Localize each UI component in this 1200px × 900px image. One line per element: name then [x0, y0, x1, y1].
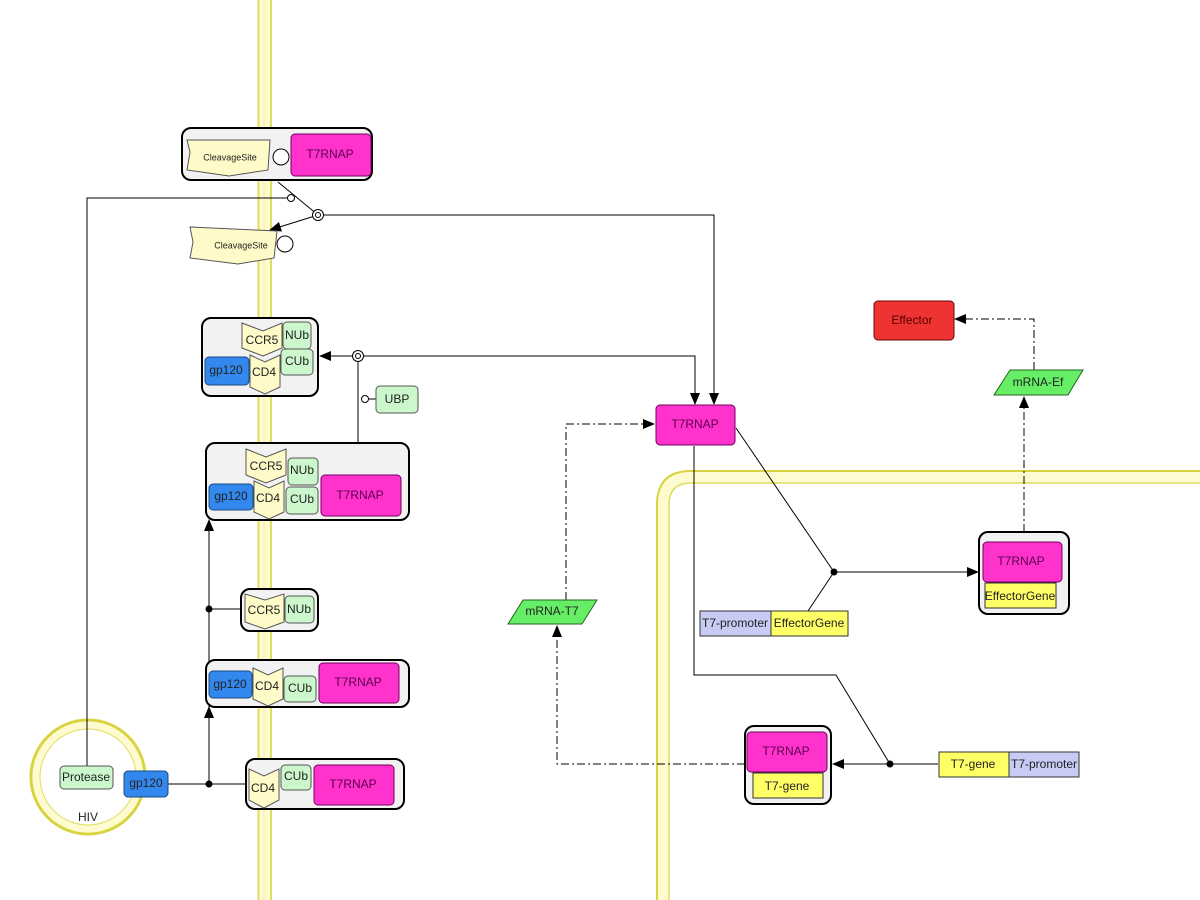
svg-text:T7RNAP: T7RNAP — [336, 488, 383, 502]
complex-full-receptor-t7rnap[interactable]: CCR5 NUb CD4 CUb gp120 T7RNAP — [205, 442, 410, 521]
edge-t7-effector-bind — [735, 427, 835, 573]
assoc-node-ccr5 — [205, 605, 213, 613]
svg-text:CUb: CUb — [284, 769, 308, 783]
edge-translation-t7 — [565, 419, 655, 600]
assoc-node-effector — [830, 568, 838, 576]
complex-ccr5-nub[interactable]: CCR5 NUb — [240, 588, 319, 632]
svg-text:UBP: UBP — [385, 392, 410, 406]
svg-text:mRNA-T7: mRNA-T7 — [525, 604, 579, 618]
svg-text:gp120: gp120 — [129, 776, 163, 790]
complex-t7rnap-t7gene[interactable]: T7RNAP T7-gene — [744, 725, 832, 805]
hiv-protease-node[interactable]: Protease — [59, 765, 114, 790]
svg-text:CCR5: CCR5 — [246, 333, 279, 347]
svg-text:CD4: CD4 — [251, 781, 275, 795]
svg-text:Protease: Protease — [62, 770, 110, 784]
process-node-cleavage-catalysis — [287, 194, 295, 202]
svg-text:CD4: CD4 — [252, 365, 276, 379]
svg-text:T7RNAP: T7RNAP — [997, 554, 1044, 568]
complex-receptor-gp120[interactable]: CCR5 NUb CD4 CUb gp120 — [201, 317, 319, 397]
svg-text:T7RNAP: T7RNAP — [329, 777, 376, 791]
svg-text:NUb: NUb — [287, 602, 311, 616]
svg-text:mRNA-Ef: mRNA-Ef — [1013, 375, 1064, 389]
process-node-ubp-catalysis — [361, 395, 369, 403]
effector-node[interactable]: Effector — [873, 300, 955, 341]
svg-text:CCR5: CCR5 — [248, 603, 281, 617]
edge-ubp-output-t7 — [364, 355, 700, 405]
edge-cleavage-input — [277, 181, 319, 216]
svg-text:CleavageSite: CleavageSite — [214, 240, 268, 250]
complex-cleavage-t7rnap[interactable]: CleavageSite T7RNAP — [181, 127, 373, 181]
hiv-label: HIV — [78, 810, 98, 824]
assoc-node-gp120 — [205, 780, 213, 788]
edge-protease-catalysis — [86, 197, 289, 768]
svg-text:T7-promoter: T7-promoter — [1011, 757, 1077, 771]
t7gene-promoter-node[interactable]: T7-gene T7-promoter — [938, 751, 1080, 778]
edge-promoter-effector-bind — [807, 571, 835, 612]
t7rnap-node — [290, 133, 372, 177]
edge-transcription-t7 — [552, 625, 745, 765]
svg-text:T7-promoter: T7-promoter — [702, 616, 768, 630]
mrna-ef-node[interactable]: mRNA-Ef — [993, 369, 1084, 396]
ubp-node[interactable]: UBP — [375, 385, 419, 414]
svg-text:CUb: CUb — [285, 354, 309, 368]
complex-t7rnap-effectorgene[interactable]: T7RNAP EffectorGene — [978, 531, 1070, 615]
cleavage-site-shape — [186, 139, 271, 177]
hiv-gp120-node[interactable]: gp120 — [123, 770, 169, 798]
complex-gp120-cd4-t7rnap[interactable]: gp120 CD4 CUb T7RNAP — [205, 659, 410, 708]
svg-text:gp120: gp120 — [209, 363, 243, 377]
svg-text:CUb: CUb — [288, 681, 312, 695]
cleavage-site-free[interactable]: CleavageSite — [189, 226, 294, 265]
t7rnap-free-node[interactable]: T7RNAP — [655, 404, 736, 446]
complex-cd4-t7rnap[interactable]: CD4 CUb T7RNAP — [245, 758, 405, 810]
svg-text:EffectorGene: EffectorGene — [774, 616, 845, 630]
svg-text:T7-gene: T7-gene — [951, 757, 996, 771]
svg-text:NUb: NUb — [285, 328, 309, 342]
assoc-node-t7-gene — [886, 760, 894, 768]
svg-text:EffectorGene: EffectorGene — [985, 589, 1056, 603]
svg-text:CleavageSite: CleavageSite — [203, 152, 257, 162]
svg-text:T7RNAP: T7RNAP — [306, 147, 353, 161]
svg-text:CD4: CD4 — [255, 679, 279, 693]
svg-text:CCR5: CCR5 — [250, 459, 283, 473]
svg-text:NUb: NUb — [290, 463, 314, 477]
edge-translation-ef — [954, 314, 1035, 370]
svg-text:T7-gene: T7-gene — [765, 779, 810, 793]
mrna-t7-node[interactable]: mRNA-T7 — [507, 599, 598, 625]
cell-membrane-nucleus — [656, 470, 1200, 900]
edge-t7-gene-bind — [693, 446, 891, 765]
svg-text:gp120: gp120 — [214, 489, 248, 503]
svg-text:T7RNAP: T7RNAP — [671, 417, 718, 431]
edges — [86, 181, 1035, 788]
svg-text:T7RNAP: T7RNAP — [762, 744, 809, 758]
edge-cleavage-output-t7 — [324, 214, 719, 405]
svg-text:Effector: Effector — [891, 313, 932, 327]
svg-text:gp120: gp120 — [213, 677, 247, 691]
svg-text:T7RNAP: T7RNAP — [334, 675, 381, 689]
svg-text:CD4: CD4 — [256, 491, 280, 505]
promoter-effectorgene-node[interactable]: T7-promoter EffectorGene — [699, 610, 849, 637]
edge-cleavage-output-site — [269, 214, 319, 232]
svg-text:CUb: CUb — [290, 492, 314, 506]
